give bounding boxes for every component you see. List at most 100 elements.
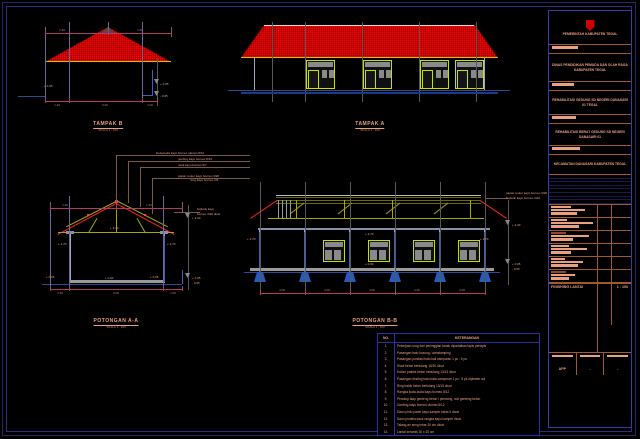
keterangan-row-desc: Daun jendela kaca rangka kayu kamper dic…	[397, 416, 461, 421]
truss-tie-bb	[268, 218, 484, 219]
keterangan-row-desc: Talang air seng lebar 30 cm dicat	[397, 423, 444, 428]
keterangan-row: 9.Penutup atap genteng beton / plentong,…	[378, 395, 539, 403]
tb-footer-col2: -	[577, 352, 605, 375]
dim-label: 1.40	[146, 203, 152, 207]
level-label-bb-6: + 0.05	[512, 262, 521, 266]
column-core	[259, 232, 260, 280]
tb-approval-row	[549, 205, 631, 218]
level-label-bb-3: + 2.70	[365, 232, 374, 236]
dim-tick	[69, 286, 70, 291]
ground-line-aa	[42, 284, 182, 285]
window-pane	[415, 250, 422, 260]
level-label-bb-2: + 2.70	[480, 237, 489, 241]
window-pane	[334, 250, 341, 260]
dim-line-bb	[260, 293, 485, 294]
column-core-right	[164, 236, 165, 282]
keterangan-row-desc: Rangka kuda-kuda kayu borneo 8/12	[397, 390, 450, 395]
tb-approval-rows	[549, 204, 631, 325]
keterangan-row-no: 10.	[378, 402, 395, 409]
wall-outer-tampak-b	[152, 70, 153, 96]
dim-label: 6.00	[113, 291, 119, 295]
side-note-aa-2: borneo 3/20 dicat	[197, 212, 221, 216]
level-label-bb-7: - 0.05	[512, 267, 520, 271]
view-title-text: POTONGAN A-A	[93, 318, 139, 324]
dim-label: 6.00	[102, 103, 108, 107]
roof-ridge-tampak-a	[264, 25, 474, 26]
keterangan-row-no: 7.	[378, 382, 395, 390]
view-title-tampak-a: TAMPAK A	[355, 121, 385, 129]
rafter-tick	[282, 200, 283, 218]
grid-axis-bb	[395, 182, 396, 292]
roof-note-6: reng kayu borneo 2/3	[190, 178, 219, 182]
side-note-bb-1: papan reuter kayu borneo 3/20	[506, 191, 548, 195]
door-leaf	[365, 70, 376, 89]
level-axis-aa	[188, 205, 189, 290]
witness-line-1	[69, 22, 70, 100]
dim-label: 4.00	[279, 288, 285, 292]
dim-line-top-left-aa	[50, 208, 116, 209]
column-core	[394, 232, 395, 280]
keterangan-header-no: NO.	[378, 334, 395, 342]
witness-line	[116, 196, 117, 206]
roof-hip-tampak-a	[241, 25, 498, 58]
tb-footer-col3: -	[604, 353, 631, 375]
level-label-b-3: - 0.05	[160, 94, 168, 98]
tb-section-bar-4	[549, 146, 631, 155]
level-label-aa-4: + 0.05	[192, 276, 201, 280]
post	[484, 58, 485, 90]
tb-approved-label: APP	[558, 366, 567, 371]
dim-tick	[50, 205, 51, 210]
dim-tick	[171, 30, 172, 35]
purlin-line	[276, 197, 481, 198]
keterangan-row-desc: Gording kayu borneo ukuran 8/12	[397, 403, 445, 408]
level-label-bb-5: + 3.40	[512, 223, 521, 227]
view-title-potongan-aa: POTONGAN A-A	[93, 318, 139, 326]
dim-tick	[163, 286, 164, 291]
window-pane	[443, 70, 448, 78]
dim-line-bot-3-b	[142, 101, 157, 102]
leader-line-4	[152, 178, 250, 179]
tb-department-name: DINAS PENDIDIKAN PEMUDA DAN OLAH RAGA KA…	[552, 63, 628, 72]
dim-tick	[350, 290, 351, 295]
dim-tick	[440, 290, 441, 295]
keterangan-row-desc: Penutup atap genteng beton / plentong, n…	[397, 396, 481, 401]
keterangan-row-desc: Pasangan pondasi batu kali campuran 1 pc…	[397, 357, 467, 362]
grid-axis-bb	[260, 182, 261, 292]
tb-section-department: DINAS PENDIDIKAN PEMUDA DAN OLAH RAGA KA…	[549, 54, 631, 82]
leader-v-4	[152, 178, 153, 214]
dim-label: 1.40	[137, 28, 143, 32]
keterangan-legend-table: NO. KETERANGAN 1.Pekerjaan urug dan peni…	[377, 333, 540, 436]
keterangan-row-container: 1.Pekerjaan urug dan peninggian tanah di…	[378, 343, 539, 436]
outer-edge-aa	[182, 270, 183, 284]
keterangan-row-no: 2.	[378, 349, 395, 357]
tb-approval-row	[549, 270, 631, 283]
view-title-text: POTONGAN B-B	[352, 318, 398, 324]
post	[254, 58, 255, 90]
window-top-light	[460, 242, 478, 247]
dim-label: 1.40	[62, 203, 68, 207]
keterangan-row-no: 13.	[378, 422, 395, 429]
column-core	[304, 232, 305, 280]
tb-approval-row	[549, 244, 631, 257]
dim-tick	[182, 286, 183, 291]
witness-line-4	[45, 27, 46, 103]
keterangan-row-desc: Pasangan batu kosong / aanstamping	[397, 350, 451, 355]
window-top-light	[415, 242, 433, 247]
tb-section-location: KECAMATAN DANASARI KABUPATEN TEGAL	[549, 155, 631, 175]
view-scale-tampak-a: SKALA 1 : 100	[360, 128, 380, 132]
level-marker	[185, 273, 190, 278]
tb-footer-col3-value: -	[617, 366, 619, 371]
level-label-bb-1: + 2.70	[247, 237, 256, 241]
tb-column-divider-1	[597, 204, 598, 325]
leader-line-side-aa	[174, 212, 200, 213]
leader-line-2	[128, 161, 250, 162]
keterangan-row-no: 11.	[378, 408, 395, 416]
level-marker	[505, 259, 510, 264]
keterangan-row-desc: Lantai keramik 30 x 30 cm	[397, 429, 435, 434]
dim-line-top-right-b	[108, 33, 171, 34]
leader-line-1	[116, 155, 250, 156]
tb-section-bar-3	[549, 115, 631, 124]
witness-line-2	[108, 22, 109, 32]
tb-section-authority: PEMERINTAH KABUPATEN TEGAL	[549, 11, 631, 45]
keterangan-row-desc: Pekerjaan urug dan peninggian tanah dipa…	[397, 344, 487, 348]
